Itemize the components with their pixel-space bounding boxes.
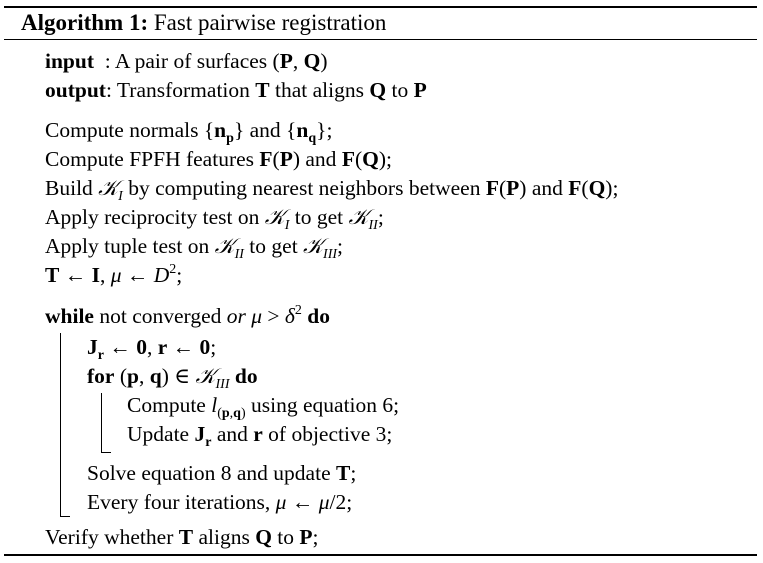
input-keyword: input xyxy=(45,49,95,73)
while-line: while not converged or μ > δ2 do xyxy=(45,303,331,329)
halve-mu-line: Every four iterations, μ ← μ/2; xyxy=(87,490,353,514)
input-line: input : A pair of surfaces (P, Q) xyxy=(45,49,328,73)
step-build-k: Build 𝒦I by computing nearest neighbors … xyxy=(45,176,619,204)
output-keyword: output xyxy=(45,78,106,102)
while-body-bar xyxy=(60,333,61,516)
while-init-line: Jr ← 0, r ← 0; xyxy=(87,335,217,363)
bottom-rule xyxy=(4,554,757,556)
for-do-keyword: do xyxy=(234,364,258,388)
step-init: T ← I, μ ← D2; xyxy=(45,262,183,288)
step-compute-normals: Compute normals {np} and {nq}; xyxy=(45,118,333,146)
for-compute-line: Compute l(p,q) using equation 6; xyxy=(127,393,400,421)
solve-line: Solve equation 8 and update T; xyxy=(87,461,357,485)
for-line: for (p, q) ∈ 𝒦III do xyxy=(87,364,258,392)
output-line: output: Transformation T that aligns Q t… xyxy=(45,78,427,102)
verify-line: Verify whether T aligns Q to P; xyxy=(45,525,319,549)
while-do-keyword: do xyxy=(307,304,331,328)
top-rule xyxy=(4,6,757,8)
step-tuple-test: Apply tuple test on 𝒦II to get 𝒦III; xyxy=(45,234,344,262)
title-rule xyxy=(4,39,757,40)
for-update-line: Update Jr and r of objective 3; xyxy=(127,422,393,450)
algorithm-title: Algorithm 1: Fast pairwise registration xyxy=(21,9,386,37)
while-body-end xyxy=(60,516,70,517)
step-compute-fpfh: Compute FPFH features F(P) and F(Q); xyxy=(45,147,392,171)
step-reciprocity-test: Apply reciprocity test on 𝒦I to get 𝒦II; xyxy=(45,205,384,233)
algorithm-label: Algorithm 1: xyxy=(21,10,149,35)
algorithm-name: Fast pairwise registration xyxy=(153,10,387,35)
for-body-end xyxy=(101,452,111,453)
for-body-bar xyxy=(101,393,102,452)
while-keyword: while xyxy=(45,304,94,328)
for-keyword: for xyxy=(87,364,115,388)
